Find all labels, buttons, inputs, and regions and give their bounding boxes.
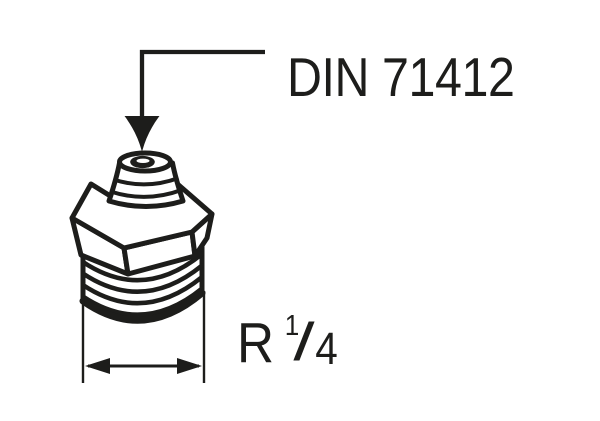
dimension-annotation xyxy=(81,291,206,383)
thread-crest-1 xyxy=(80,251,205,283)
thread-crest-4 xyxy=(80,286,205,317)
nipple-hole-highlight xyxy=(136,158,150,163)
leader-arrowhead-icon xyxy=(124,116,160,152)
thread-section xyxy=(79,244,206,324)
leader-callout xyxy=(124,49,265,152)
nipple-head xyxy=(106,150,186,209)
head-groove-line-1 xyxy=(112,176,180,187)
thread-bottom-edge xyxy=(79,289,206,324)
dimension-arrowhead-left-icon xyxy=(85,358,110,374)
thread-crest-2 xyxy=(80,263,205,294)
dimension-arrowhead-right-icon xyxy=(177,358,202,374)
leader-line xyxy=(139,49,265,120)
din-standard-label: DIN 71412 xyxy=(287,46,515,108)
thread-crest-3 xyxy=(80,274,205,306)
head-groove-line-2 xyxy=(109,188,183,199)
